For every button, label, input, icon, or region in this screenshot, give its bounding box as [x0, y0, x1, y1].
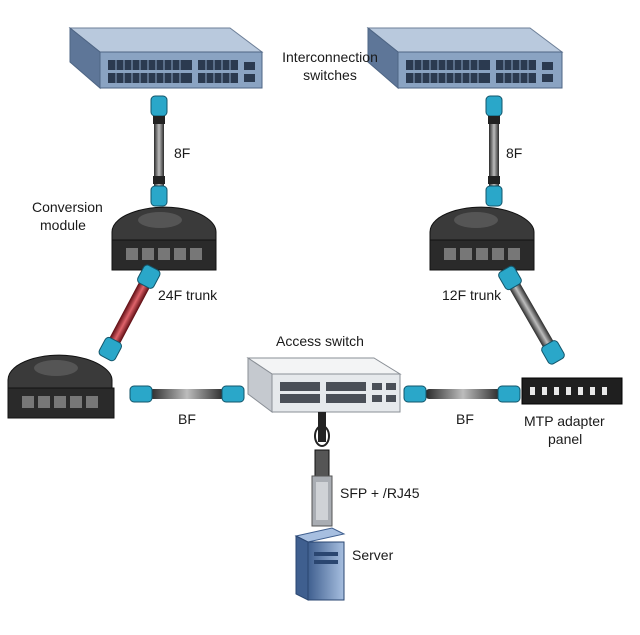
interconnection-label-line2: switches [303, 67, 357, 83]
trunk-24f-cable [98, 264, 161, 362]
conversion-module-lower-left [7, 354, 115, 419]
trunk-12f-label: 12F trunk [442, 287, 502, 303]
server [294, 527, 346, 601]
cable-bf-left [129, 385, 245, 403]
cable-8f-right-label: 8F [506, 145, 522, 161]
mtp-label-line1: MTP adapter [524, 413, 605, 429]
trunk-24f-label: 24F trunk [158, 287, 218, 303]
cable-8f-right [485, 95, 503, 207]
trunk-12f-cable [498, 265, 565, 365]
interconnection-switch-left [68, 26, 264, 90]
access-switch-label: Access switch [276, 333, 364, 349]
cable-8f-left [150, 95, 168, 207]
mtp-label-line2: panel [548, 431, 582, 447]
conversion-module-upper-left [111, 206, 217, 271]
interconnection-switch-right [366, 26, 564, 90]
cable-bf-right [403, 385, 521, 403]
cable-bf-left-label: BF [178, 411, 196, 427]
interconnection-label-line1: Interconnection [282, 49, 378, 65]
conversion-module-upper-right [429, 206, 535, 271]
cable-8f-left-label: 8F [174, 145, 190, 161]
conversion-label-line2: module [40, 217, 86, 233]
cable-bf-right-label: BF [456, 411, 474, 427]
server-label: Server [352, 547, 394, 563]
conversion-label-line1: Conversion [32, 199, 103, 215]
mtp-adapter-panel [521, 377, 623, 405]
sfp-rj45-cable [311, 412, 333, 527]
access-switch [246, 357, 402, 413]
sfp-label: SFP + /RJ45 [340, 485, 420, 501]
